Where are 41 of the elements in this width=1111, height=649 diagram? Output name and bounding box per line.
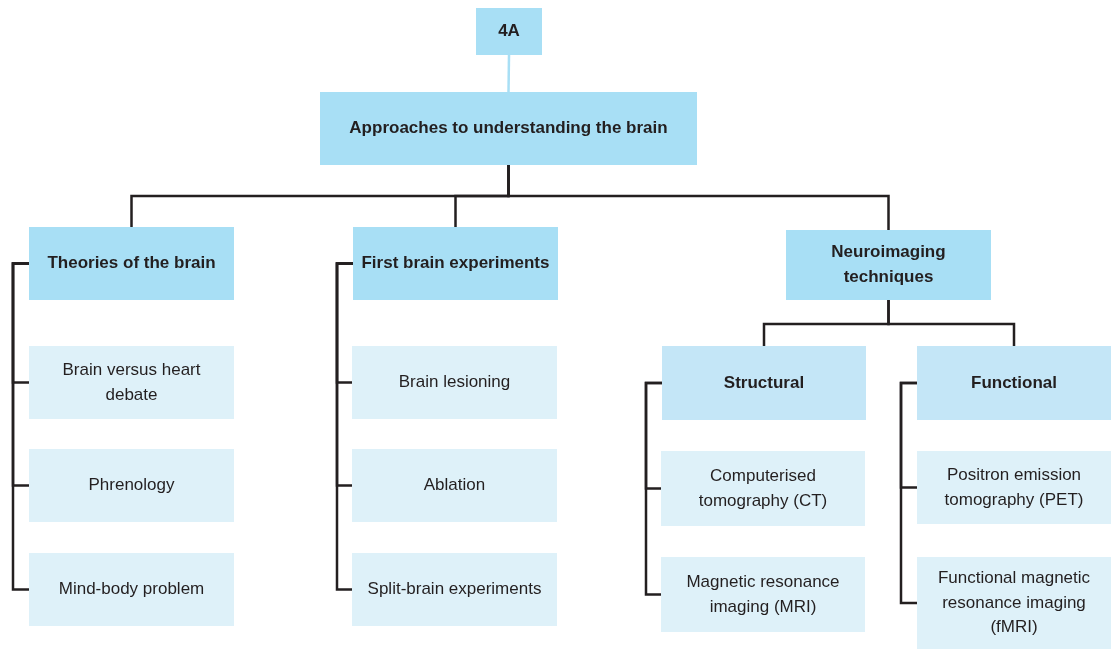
category-label: Theories of the brain [47,252,216,275]
topic-box [352,346,557,419]
connector-line [507,165,890,230]
topic-label: Magnetic resonance imaging (MRI) [685,570,841,618]
topic-box [661,451,865,526]
topic-box [352,553,557,626]
topic-box [661,557,865,632]
topic-box [29,553,234,626]
topic-label: Split-brain experiments [367,578,542,601]
topic-label: Computerised tomography (CT) [697,464,829,512]
category-label: Approaches to understanding the brain [349,117,668,140]
category-label: Structural [723,371,805,394]
category-label: First brain experiments [361,252,550,275]
topic-label: Mind-body problem [58,578,205,601]
topic-label: Ablation [423,474,486,497]
category-box [917,346,1111,420]
category-box [320,92,697,165]
connector-line [335,262,353,591]
connector-line [644,381,662,596]
category-label: Neuroimaging techniques [830,241,947,288]
category-label: Functional [971,371,1057,394]
topic-label: Brain lesioning [398,371,511,394]
topic-box [917,557,1111,649]
topic-box [917,451,1111,524]
category-box [476,8,542,55]
category-label: 4A [498,20,520,43]
connector-line [507,55,511,92]
connector-line [11,262,29,591]
category-box [353,227,558,300]
topic-label: Functional magnetic resonance imaging (fMRI) [936,567,1092,639]
category-box [786,230,991,300]
topic-box [352,449,557,522]
topic-box [29,346,234,419]
topic-label: Positron emission tomography (PET) [943,463,1085,511]
connector-line [899,381,917,605]
topic-label: Phrenology [88,474,175,497]
topic-box [29,449,234,522]
category-box [29,227,234,300]
connector-line [887,300,1016,346]
topic-label: Brain versus heart debate [61,358,202,406]
category-box [662,346,866,420]
